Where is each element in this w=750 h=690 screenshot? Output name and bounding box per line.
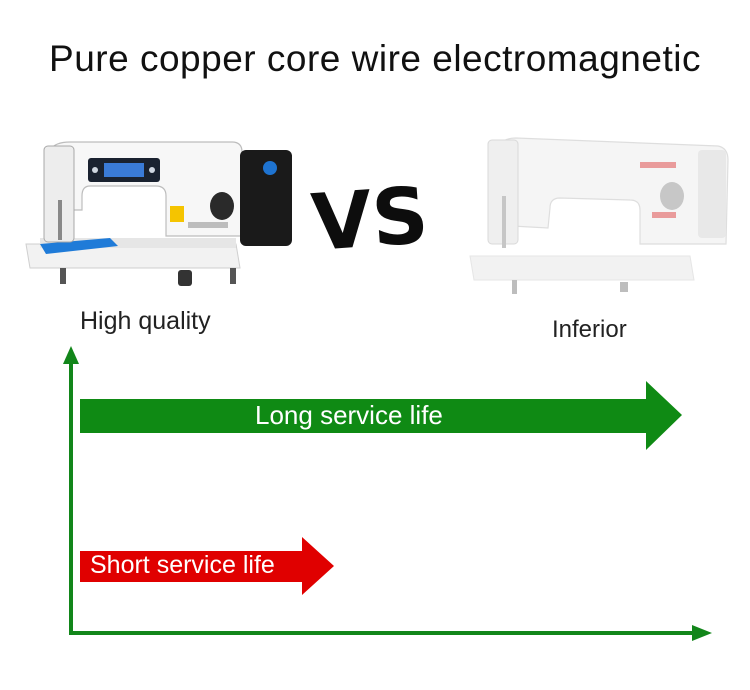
short-service-life-label: Short service life xyxy=(90,551,275,579)
inferior-sewing-machine-image xyxy=(469,137,729,294)
inferior-caption: Inferior xyxy=(552,316,627,343)
high-quality-sewing-machine-image xyxy=(25,141,292,286)
long-service-life-arrow xyxy=(80,381,682,450)
page-title: Pure copper core wire electromagnetic xyxy=(49,38,701,79)
short-service-life-arrow xyxy=(80,537,334,595)
vs-text: VS xyxy=(309,171,432,269)
long-service-life-label: Long service life xyxy=(255,400,443,430)
high-quality-caption: High quality xyxy=(80,307,211,335)
axes xyxy=(63,346,712,641)
